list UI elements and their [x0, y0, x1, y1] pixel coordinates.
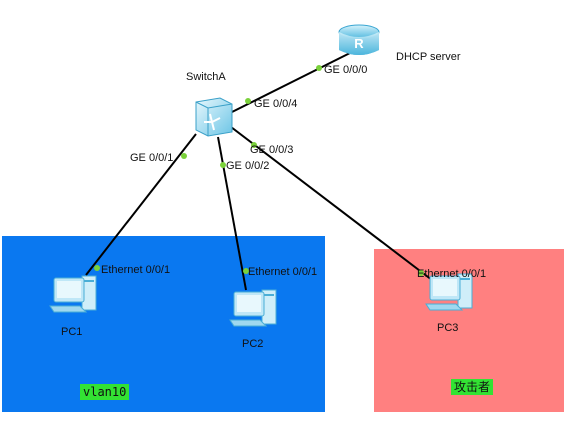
port-dot-ge002	[220, 162, 226, 168]
router-name: DHCP server	[396, 51, 461, 63]
port-dot-pc3-eth	[418, 270, 424, 276]
port-dot-pc2-eth	[243, 268, 249, 274]
attacker-tag: 攻击者	[451, 379, 494, 395]
pc2-name: PC2	[242, 338, 264, 350]
link-switch-pc3	[230, 126, 433, 281]
switch-name: SwitchA	[186, 71, 226, 83]
router-port-label: GE 0/0/0	[324, 64, 368, 76]
port-dot-pc1-eth	[94, 265, 100, 271]
pc1-port-label: Ethernet 0/0/1	[101, 264, 171, 276]
pc2-icon[interactable]	[226, 286, 280, 332]
pc3-icon[interactable]	[422, 270, 476, 316]
port-dot-ge003	[251, 142, 257, 148]
switch-icon[interactable]	[192, 96, 234, 138]
pc1-name: PC1	[61, 326, 83, 338]
pc1-icon[interactable]	[46, 272, 100, 318]
pc2-port-label: Ethernet 0/0/1	[248, 266, 318, 278]
pc3-port-label: Ethernet 0/0/1	[417, 268, 487, 280]
vlan-tag: vlan10	[80, 384, 130, 400]
switch-port-ge002: GE 0/0/2	[226, 160, 270, 172]
router-icon[interactable]: R	[335, 22, 383, 62]
switch-port-ge001: GE 0/0/1	[130, 152, 174, 164]
link-switch-router	[231, 51, 353, 113]
switch-port-ge004: GE 0/0/4	[254, 98, 298, 110]
port-dot-ge000	[316, 65, 322, 71]
svg-text:R: R	[354, 36, 364, 51]
port-dot-ge004	[245, 98, 251, 104]
pc3-name: PC3	[437, 322, 459, 334]
link-switch-pc1	[85, 133, 197, 276]
switch-port-ge003: GE 0/0/3	[250, 144, 294, 156]
port-dot-ge001	[181, 153, 187, 159]
